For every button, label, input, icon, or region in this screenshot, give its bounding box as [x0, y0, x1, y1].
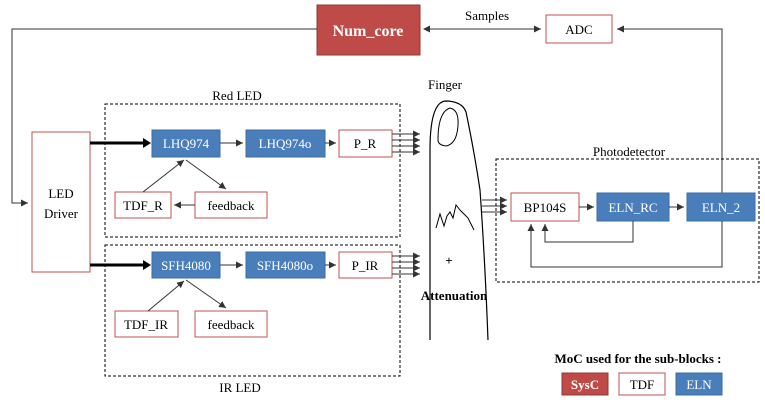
sfh4080o-label: SFH4080o: [257, 258, 313, 273]
sfh4080o-block: SFH4080o: [245, 251, 326, 279]
feedback-red-block: feedback: [194, 191, 268, 219]
tdf-ir-block: TDF_IR: [114, 310, 179, 338]
lhq974o-label: LHQ974o: [259, 136, 312, 151]
eln-rc-feedback-loop: [541, 221, 634, 243]
p-ir-label: P_IR: [352, 258, 379, 273]
red-light-rays: [392, 130, 420, 156]
sfh4080-block: SFH4080: [151, 251, 221, 279]
num-core-to-driver-wire: [11, 28, 317, 207]
led-driver-label-line1: LED: [48, 186, 73, 201]
eln-2-feedback-loop: [527, 221, 723, 268]
legend-sysc: SysC: [561, 372, 609, 396]
num-core-block: Num_core: [316, 4, 421, 56]
adc-label: ADC: [565, 22, 592, 37]
legend-sysc-label: SysC: [571, 377, 599, 392]
led-driver-label-line2: Driver: [44, 206, 79, 221]
finger-shape: [429, 100, 489, 341]
photodetector-group: [495, 158, 760, 283]
num-core-label: Num_core: [333, 23, 404, 40]
ir-led-group-title: IR LED: [219, 380, 261, 395]
led-driver-block: LED Driver: [31, 131, 91, 273]
lhq974-label: LHQ974: [163, 136, 210, 151]
sfh4080-to-feedback-arrow: [185, 279, 227, 309]
bp104s-label: BP104S: [524, 200, 567, 215]
ir-led-group: [104, 244, 401, 377]
legend-tdf-label: TDF: [630, 377, 655, 392]
red-led-group: [104, 103, 401, 238]
tdf-r-label: TDF_R: [123, 198, 163, 213]
photodetector-group-title: Photodetector: [593, 144, 666, 159]
lhq974-block: LHQ974: [151, 129, 221, 158]
tdf-r-to-lhq974-arrow: [142, 159, 185, 193]
p-r-label: P_R: [354, 136, 377, 151]
samples-label: Samples: [465, 8, 509, 23]
legend-eln: ELN: [675, 372, 723, 396]
bp104s-block: BP104S: [510, 192, 580, 222]
eln-2-block: ELN_2: [686, 192, 756, 222]
finger-label: Finger: [428, 77, 463, 92]
legend-tdf: TDF: [618, 372, 666, 396]
adc-block: ADC: [545, 14, 613, 44]
legend-eln-label: ELN: [686, 377, 712, 392]
p-ir-block: P_IR: [338, 251, 393, 279]
lhq974-to-feedback-arrow: [185, 159, 227, 190]
red-led-group-title: Red LED: [212, 88, 261, 103]
attenuation-label: Attenuation: [421, 288, 488, 303]
ir-light-rays: [392, 252, 420, 278]
finger-plus: +: [445, 253, 452, 268]
feedback-red-label: feedback: [208, 198, 255, 213]
tdf-r-block: TDF_R: [114, 191, 172, 219]
feedback-ir-block: feedback: [194, 310, 268, 338]
p-r-block: P_R: [338, 129, 393, 158]
eln-rc-label: ELN_RC: [608, 200, 657, 215]
finger-to-detector-rays: [482, 196, 507, 216]
eln2-to-adc-wire: [617, 25, 723, 196]
feedback-ir-label: feedback: [208, 317, 255, 332]
eln-rc-block: ELN_RC: [596, 192, 670, 222]
tdf-ir-label: TDF_IR: [124, 317, 168, 332]
eln-2-label: ELN_2: [702, 200, 740, 215]
tdf-ir-to-sfh4080-arrow: [147, 280, 185, 312]
lhq974o-block: LHQ974o: [245, 129, 326, 158]
sfh4080-label: SFH4080: [161, 258, 211, 273]
legend-title: MoC used for the sub-blocks :: [555, 351, 722, 366]
